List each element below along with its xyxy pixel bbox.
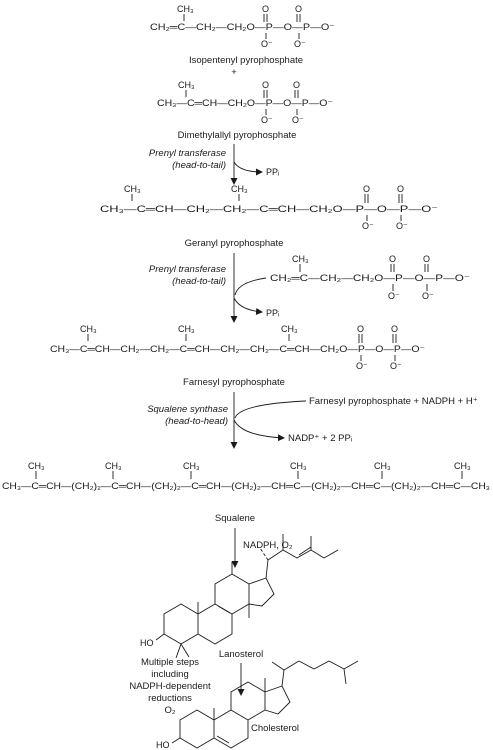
farnesyl-pyrophosphate-structure: CH₃ CH₃ CH₃ CH₃—C═CH—CH₂—CH₂—C═CH—CH₂—CH… — [50, 324, 425, 371]
dimethylallyl-pyrophosphate-label: Dimethylallyl pyrophosphate — [178, 130, 297, 141]
fpp-o2: O — [391, 324, 398, 334]
squalene-label: Squalene — [215, 513, 255, 524]
squalene-chain-formula: CH₃—C═CH—(CH₂)₂—C═CH—(CH₂)₂—C═CH—(CH₂)₂—… — [2, 481, 490, 491]
ipp2-methyl: CH₃ — [292, 254, 309, 264]
sq-methyl-2: CH₃ — [105, 461, 122, 471]
lanosterol-ho: HO — [140, 638, 154, 648]
gpp-o2: O — [397, 184, 404, 194]
ipp2-o2: O — [423, 254, 430, 264]
ipp-o-minus-1: O⁻ — [261, 39, 273, 49]
ipp-methyl: CH₃ — [177, 4, 194, 14]
squalene-synthase-name: Squalene synthase — [147, 404, 228, 415]
ipp-o2: O — [295, 4, 302, 14]
dmapp-o-minus-2: O⁻ — [292, 115, 304, 125]
fpp-chain-formula: CH₃—C═CH—CH₂—CH₂—C═CH—CH₂—CH₂—C═CH—CH₂O—… — [50, 344, 425, 354]
ipp2-o-minus-1: O⁻ — [388, 291, 400, 301]
ipp2-o-minus-2: O⁻ — [422, 291, 434, 301]
prenyl-transferase-2-name: Prenyl transferase — [149, 264, 226, 275]
reaction-arrow-3: Squalene synthase (head-to-head) Farnesy… — [147, 392, 478, 449]
sq-methyl-5: CH₃ — [374, 461, 391, 471]
fpp-o-minus-2: O⁻ — [390, 361, 402, 371]
fpp-methyl-3: CH₃ — [281, 324, 298, 334]
cholesterol-ho: HO — [156, 740, 170, 750]
ipp-o-minus-2: O⁻ — [294, 39, 306, 49]
geranyl-pyrophosphate-structure: CH₃ CH₃ CH₃—C═CH—CH₂—CH₂—C═CH—CH₂O—P—O—P… — [100, 184, 438, 231]
plus-sign: + — [231, 67, 237, 78]
reaction-arrow-1: Prenyl transferase (head-to-tail) PPᵢ — [149, 144, 279, 185]
multistep-line-1: Multiple steps — [141, 657, 199, 668]
cholesterol-label: Cholesterol — [251, 723, 299, 734]
dmapp-o2: O — [293, 80, 300, 90]
isopentenyl-pyrophosphate-structure-2: CH₃ CH₂═C—CH₂—CH₂O—P—O—P—O⁻ O O O⁻ O⁻ — [270, 254, 470, 301]
gpp-methyl-2: CH₃ — [231, 184, 248, 194]
isopentenyl-pyrophosphate-label: Isopentenyl pyrophosphate — [189, 55, 303, 66]
gpp-o-minus-2: O⁻ — [396, 221, 408, 231]
dmapp-o-minus-1: O⁻ — [261, 115, 273, 125]
squalene-structure: CH₃ CH₃ CH₃ CH₃ CH₃ CH₃ CH₃—C═CH—(CH₂)₂—… — [2, 461, 490, 491]
lanosterol-structure: HO — [140, 534, 339, 659]
squalene-synthase-type: (head-to-head) — [165, 416, 228, 427]
sq-methyl-4: CH₃ — [290, 461, 307, 471]
sq-methyl-3: CH₃ — [183, 461, 200, 471]
fpp-methyl-1: CH₃ — [80, 324, 97, 334]
farnesyl-pyrophosphate-label: Farnesyl pyrophosphate — [183, 377, 285, 388]
ppi-2: PPᵢ — [266, 308, 279, 318]
gpp-o-minus-1: O⁻ — [362, 221, 374, 231]
farnesyl-nadph-input: Farnesyl pyrophosphate + NADPH + H⁺ — [309, 396, 478, 407]
ipp-o1: O — [262, 4, 269, 14]
nadph-o2-label: NADPH, O₂ — [243, 540, 293, 551]
gpp-chain-formula: CH₃—C═CH—CH₂—CH₂—C═CH—CH₂O—P—O—P—O⁻ — [100, 204, 438, 214]
sq-methyl-1: CH₃ — [28, 461, 45, 471]
fpp-o-minus-1: O⁻ — [356, 361, 368, 371]
prenyl-transferase-1-name: Prenyl transferase — [149, 148, 226, 159]
geranyl-pyrophosphate-label: Geranyl pyrophosphate — [185, 238, 284, 249]
reaction-arrow-5: Multiple steps including NADPH-dependent… — [129, 657, 245, 716]
multistep-line-4: reductions — [148, 693, 192, 704]
dmapp-methyl: CH₃ — [178, 80, 195, 90]
dmapp-chain-formula: CH₃—C═CH—CH₂O—P—O—P—O⁻ — [157, 98, 333, 108]
ipp2-chain-formula: CH₂═C—CH₂—CH₂O—P—O—P—O⁻ — [270, 273, 470, 283]
dimethylallyl-pyrophosphate-structure: CH₃ CH₃—C═CH—CH₂O—P—O—P—O⁻ O O O⁻ O⁻ — [157, 80, 333, 125]
ppi-1: PPᵢ — [266, 167, 279, 177]
nadp-ppi-output: NADP⁺ + 2 PPᵢ — [288, 433, 353, 444]
isopentenyl-pyrophosphate-structure: CH₃ CH₂═C—CH₂—CH₂O—P—O—P—O⁻ O O O⁻ O⁻ — [150, 4, 335, 49]
gpp-o1: O — [363, 184, 370, 194]
reaction-arrow-2: Prenyl transferase (head-to-tail) PPᵢ — [149, 253, 279, 323]
multistep-line-2: including — [151, 669, 189, 680]
multistep-line-3: NADPH-dependent — [129, 681, 211, 692]
multistep-line-5: O₂ — [164, 705, 175, 716]
dmapp-o1: O — [262, 80, 269, 90]
prenyl-transferase-1-type: (head-to-tail) — [172, 160, 226, 171]
gpp-methyl-1: CH₃ — [124, 184, 141, 194]
ipp-chain-formula: CH₂═C—CH₂—CH₂O—P—O—P—O⁻ — [150, 22, 335, 32]
ipp2-o1: O — [389, 254, 396, 264]
sq-methyl-6: CH₃ — [454, 461, 471, 471]
fpp-o1: O — [357, 324, 364, 334]
cholesterol-structure: HO — [156, 660, 359, 750]
prenyl-transferase-2-type: (head-to-tail) — [172, 276, 226, 287]
fpp-methyl-2: CH₃ — [178, 324, 195, 334]
lanosterol-label: Lanosterol — [219, 649, 263, 660]
reaction-arrow-4: NADPH, O₂ — [231, 528, 293, 568]
